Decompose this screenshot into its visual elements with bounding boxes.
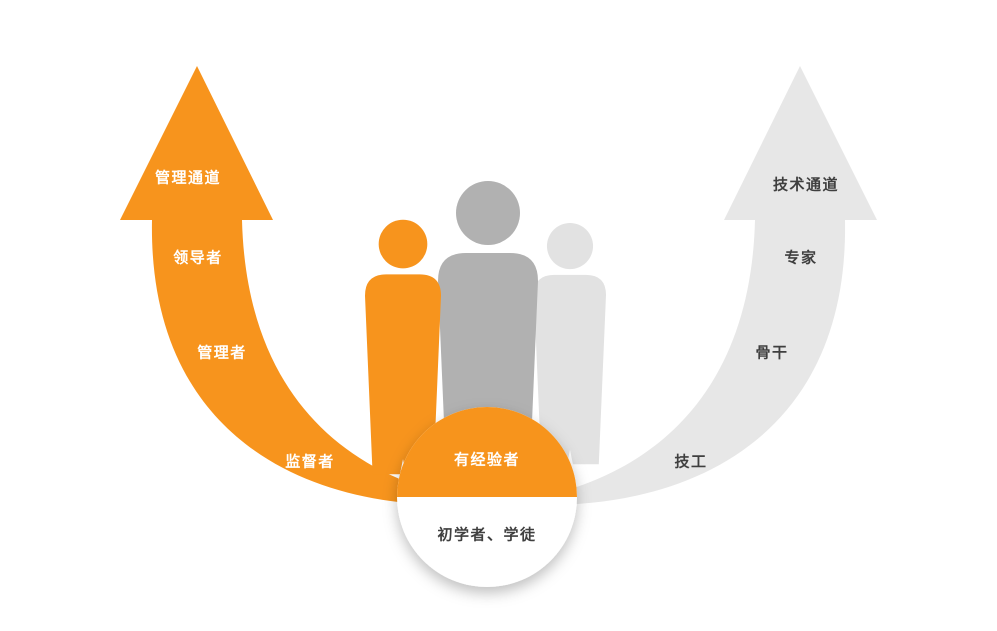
technical-level-expert: 专家 [784, 248, 818, 267]
beginner-apprentice-label: 初学者、学徒 [437, 525, 537, 544]
experienced-label: 有经验者 [453, 450, 521, 469]
management-channel-title: 管理通道 [154, 168, 222, 187]
technical-channel-title: 技术通道 [772, 175, 840, 194]
management-channel-arrow [120, 66, 460, 506]
technical-channel-arrow [537, 66, 877, 506]
management-level-supervisor: 监督者 [285, 452, 335, 471]
experience-circle-top-half [397, 407, 577, 497]
management-level-leader: 领导者 [173, 248, 223, 267]
technical-level-technician: 技工 [674, 452, 708, 471]
technical-level-backbone: 骨干 [755, 343, 789, 362]
experience-circle [397, 407, 577, 587]
management-level-manager: 管理者 [197, 343, 247, 362]
